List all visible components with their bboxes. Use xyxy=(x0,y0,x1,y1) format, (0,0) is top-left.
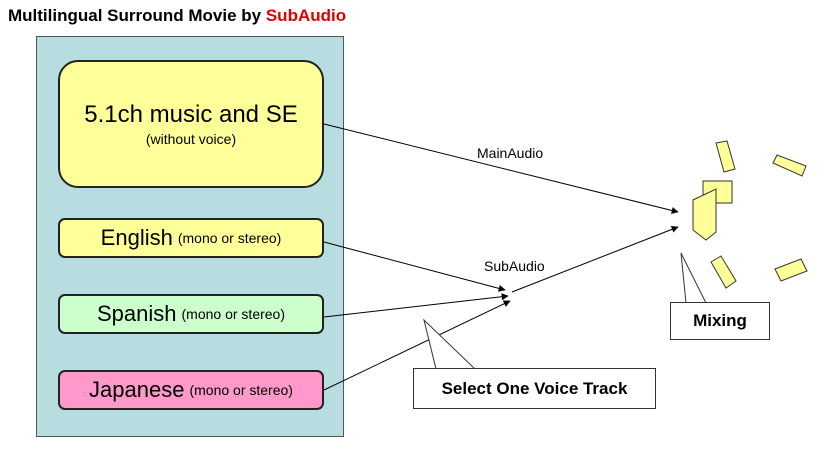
japanese-arrow xyxy=(323,300,511,391)
title-brand: SubAudio xyxy=(265,6,347,25)
select-voice-callout: Select One Voice Track xyxy=(413,368,656,409)
music-se-label: 5.1ch music and SE xyxy=(84,101,298,128)
mixing-callout: Mixing xyxy=(670,302,770,340)
japanese-track-box: Japanese(mono or stereo) xyxy=(58,370,324,410)
title-prefix: Multilingual Surround Movie by xyxy=(8,6,266,25)
japanese-track-label: Japanese xyxy=(89,377,185,402)
english-track-box: English(mono or stereo) xyxy=(58,218,324,258)
page-title: Multilingual Surround Movie by SubAudio xyxy=(8,6,346,26)
spanish-track-note: (mono or stereo) xyxy=(181,306,285,322)
sub-audio-arrow xyxy=(511,226,679,293)
music-se-box: 5.1ch music and SE (without voice) xyxy=(58,60,324,188)
mixing-callout-pointer xyxy=(680,252,707,304)
english-track-label: English xyxy=(100,225,173,250)
english-arrow xyxy=(323,241,506,292)
sub-audio-label: SubAudio xyxy=(484,258,545,274)
spanish-track-box: Spanish(mono or stereo) xyxy=(58,294,324,334)
japanese-track-note: (mono or stereo) xyxy=(189,382,293,398)
main-audio-label: MainAudio xyxy=(477,145,544,161)
select-callout-pointer xyxy=(423,318,477,370)
spanish-arrow xyxy=(323,293,509,318)
music-se-note: (without voice) xyxy=(145,131,237,147)
spanish-track-label: Spanish xyxy=(97,301,177,326)
speaker-icon xyxy=(692,140,808,289)
english-track-note: (mono or stereo) xyxy=(177,230,282,246)
main-audio-arrow xyxy=(323,123,679,214)
